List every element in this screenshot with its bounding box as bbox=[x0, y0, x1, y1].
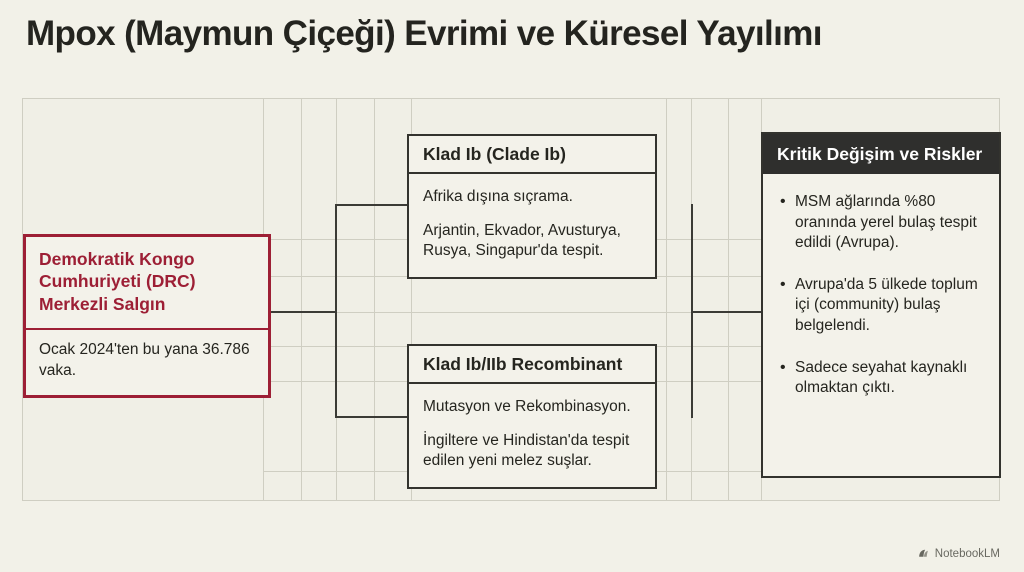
diagram-canvas: Demokratik Kongo Cumhuriyeti (DRC) Merke… bbox=[22, 98, 1001, 501]
risks-bullet-item: Avrupa'da 5 ülkede toplum içi (community… bbox=[780, 274, 985, 337]
gridline-vertical bbox=[728, 99, 729, 500]
node-clade-ib-body: Afrika dışına sıçrama. Arjantin, Ekvador… bbox=[409, 174, 655, 277]
node-drc-cases: Ocak 2024'ten bu yana 36.786 vaka. bbox=[39, 341, 250, 379]
node-clade-ib[interactable]: Klad Ib (Clade Ib) Afrika dışına sıçrama… bbox=[407, 134, 657, 279]
connector-merge-to-risks bbox=[691, 311, 763, 313]
node-recombinant[interactable]: Klad Ib/IIb Recombinant Mutasyon ve Reko… bbox=[407, 344, 657, 489]
notebooklm-logo-icon bbox=[917, 547, 930, 560]
risks-bullet-item: Sadece seyahat kaynaklı olmaktan çıktı. bbox=[780, 357, 985, 399]
gridline-horizontal bbox=[263, 312, 999, 313]
page-title: Mpox (Maymun Çiçeği) Evrimi ve Küresel Y… bbox=[26, 14, 822, 53]
notebooklm-label: NotebookLM bbox=[934, 547, 1000, 560]
node-drc-title: Demokratik Kongo Cumhuriyeti (DRC) Merke… bbox=[26, 237, 268, 331]
gridline-vertical bbox=[301, 99, 302, 500]
connector-split-to-clade-ib bbox=[335, 204, 409, 206]
node-recombinant-title: Klad Ib/IIb Recombinant bbox=[409, 346, 655, 384]
node-drc-body: Ocak 2024'ten bu yana 36.786 vaka. bbox=[26, 330, 268, 395]
risks-bullet-item: MSM ağlarında %80 oranında yerel bulaş t… bbox=[780, 191, 985, 254]
notebooklm-watermark: NotebookLM bbox=[917, 547, 1000, 560]
node-recombinant-line: Mutasyon ve Rekombinasyon. bbox=[423, 398, 631, 415]
node-recombinant-body: Mutasyon ve Rekombinasyon. İngiltere ve … bbox=[409, 384, 655, 487]
node-recombinant-line: İngiltere ve Hindistan'da tespit edilen … bbox=[423, 431, 630, 470]
node-drc-outbreak[interactable]: Demokratik Kongo Cumhuriyeti (DRC) Merke… bbox=[23, 234, 271, 398]
node-clade-ib-line: Afrika dışına sıçrama. bbox=[423, 188, 573, 205]
connector-source-to-split bbox=[269, 311, 337, 313]
node-clade-ib-line: Arjantin, Ekvador, Avusturya, Rusya, Sin… bbox=[423, 221, 621, 260]
connector-split-to-recombinant bbox=[335, 416, 409, 418]
node-risks-title: Kritik Değişim ve Riskler bbox=[763, 134, 999, 174]
gridline-vertical bbox=[666, 99, 667, 500]
node-critical-risks[interactable]: Kritik Değişim ve Riskler MSM ağlarında … bbox=[761, 132, 1001, 478]
gridline-vertical bbox=[374, 99, 375, 500]
gridline-vertical bbox=[411, 99, 412, 500]
risks-bullet-list: MSM ağlarında %80 oranında yerel bulaş t… bbox=[777, 191, 985, 399]
node-clade-ib-title: Klad Ib (Clade Ib) bbox=[409, 136, 655, 174]
connector-split-vertical bbox=[335, 204, 337, 418]
node-risks-body: MSM ağlarında %80 oranında yerel bulaş t… bbox=[763, 174, 999, 476]
